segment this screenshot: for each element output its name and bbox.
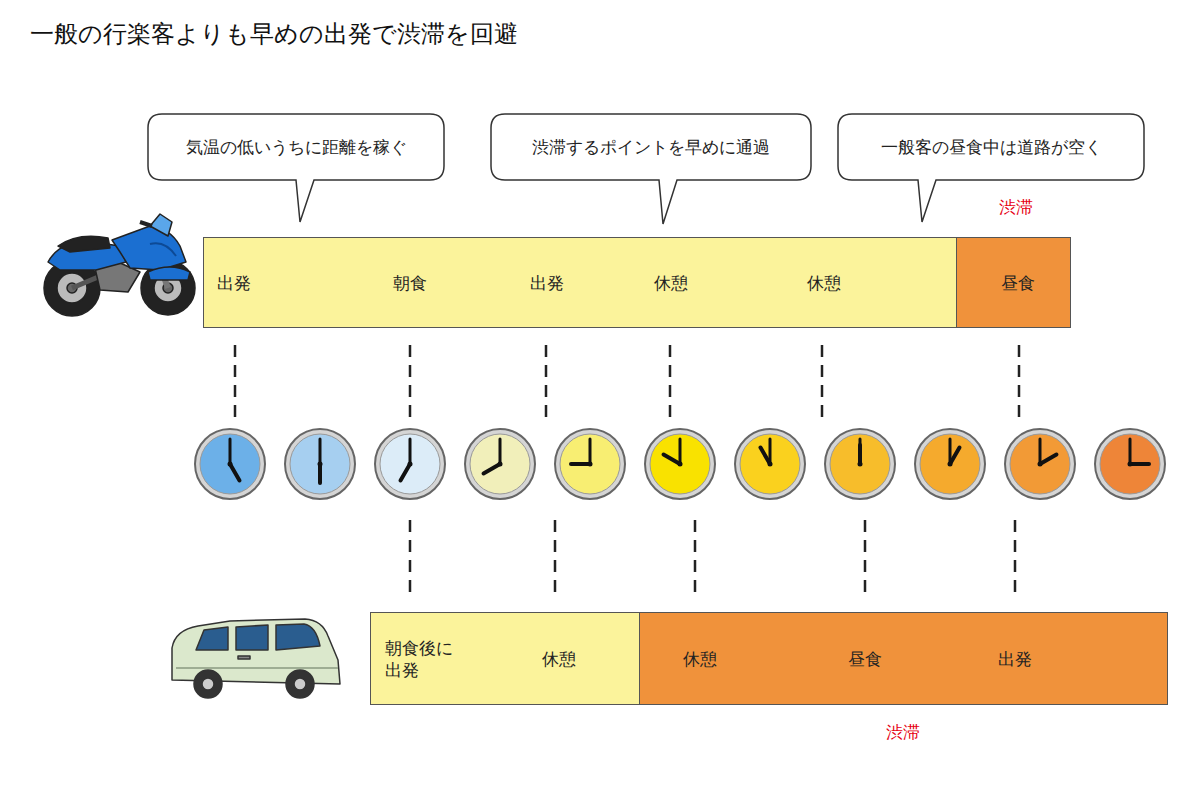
clock-icon [555,429,625,499]
timeline-band: 昼食 [957,237,1071,328]
band-label: 昼食 [1001,271,1035,293]
callout-text: 一般客の昼食中は道路が空く [881,136,1102,158]
callout-bubble: 渋滞するポイントを早めに通過 [491,114,811,180]
timeline-band: 休憩 昼食 出発 [640,612,1168,705]
band-label: 休憩 [654,271,688,293]
clock-icon [645,429,715,499]
band-label: 朝食後に 出発 [385,636,460,680]
callout-bubble: 一般客の昼食中は道路が空く [838,114,1144,180]
clock-icon [825,429,895,499]
congestion-label: 渋滞 [886,721,920,744]
clock-icon [465,429,535,499]
clock-icon [915,429,985,499]
callout-text: 気温の低いうちに距離を稼ぐ [186,136,407,158]
clock-icon [735,429,805,499]
bubble-path [491,114,811,224]
diagram-title: 一般の行楽客よりも早めの出発で渋滞を回避 [30,18,518,50]
timeline-band: 出発 朝食 出発 休憩 休憩 [203,237,957,328]
clock-icon [285,429,355,499]
band-label: 出発 [217,271,251,293]
bubble-path [148,114,444,222]
band-label: 休憩 [542,647,576,669]
band-label: 休憩 [807,271,841,293]
band-label: 出発 [530,271,564,293]
callout-text: 渋滞するポイントを早めに通過 [532,136,770,158]
clock-icon [1005,429,1075,499]
car-icon [172,619,340,698]
timeline-band: 朝食後に 出発 休憩 [370,612,640,705]
clock-icon [375,429,445,499]
clock-icon [1095,429,1165,499]
band-label: 昼食 [848,647,882,669]
callout-bubble: 気温の低いうちに距離を稼ぐ [148,114,444,180]
band-label: 休憩 [683,647,717,669]
bubble-path [838,114,1144,222]
clock-row [195,429,1165,499]
congestion-label: 渋滞 [999,196,1033,219]
motorcycle-icon [44,214,195,316]
band-label: 朝食 [393,271,427,293]
clock-icon [195,429,265,499]
guide-lines [235,345,1019,600]
band-label: 出発 [998,647,1032,669]
